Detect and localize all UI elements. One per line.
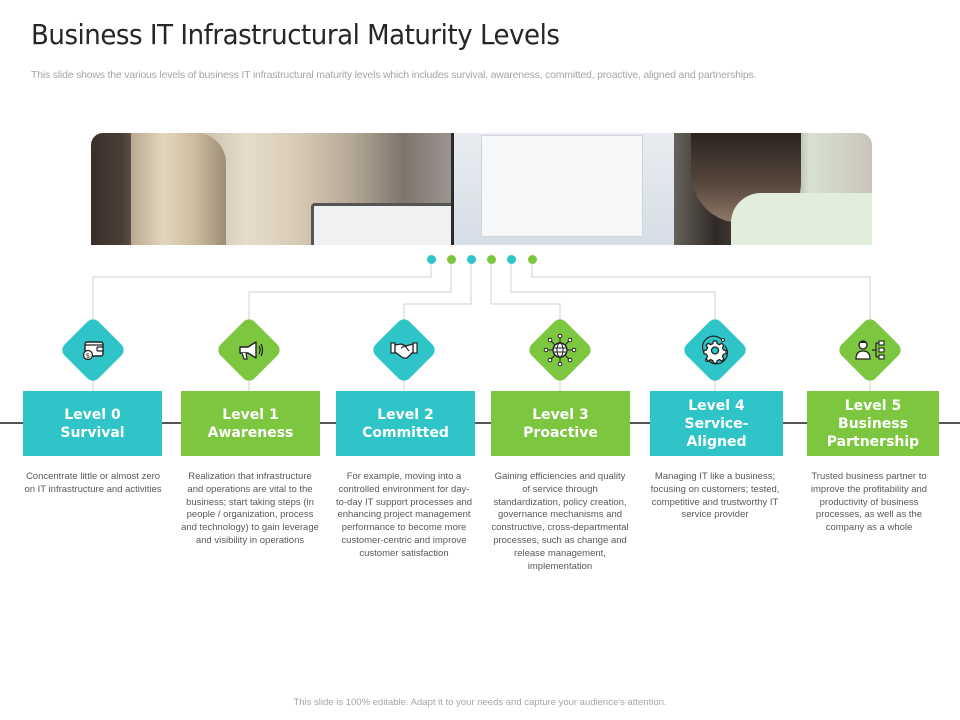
level-0-box: Level 0 Survival	[23, 391, 162, 456]
level-1-label: Level 1	[222, 406, 279, 423]
level-0-description: Concentrate little or almost zero on IT …	[24, 471, 162, 495]
header-photo	[91, 133, 872, 245]
photo-laptop	[311, 203, 457, 245]
level-5-name-line-2: Partnership	[826, 433, 920, 450]
photo-person-left	[131, 133, 226, 245]
level-5-name-line-1: Business	[838, 415, 908, 432]
level-0-name: Survival	[60, 424, 125, 441]
connector-dot-2	[467, 255, 476, 264]
level-1-box: Level 1 Awareness	[181, 391, 320, 456]
connector-dot-0	[427, 255, 436, 264]
connector-dot-1	[447, 255, 456, 264]
page-subtitle: This slide shows the various levels of b…	[31, 69, 757, 81]
level-5-description: Trusted business partner to improve the …	[810, 471, 928, 534]
footer-note: This slide is 100% editable. Adapt it to…	[293, 697, 667, 708]
connector-dot-3	[487, 255, 496, 264]
level-1-description: Realization that infrastructure and oper…	[181, 471, 319, 546]
level-4-name-line-1: Service-	[684, 415, 749, 432]
photo-shirt	[731, 193, 872, 245]
level-5-label: Level 5	[844, 397, 902, 414]
level-0-label: Level 0	[64, 406, 121, 423]
level-4-label: Level 4	[688, 397, 745, 414]
level-4-box: Level 4 Service- Aligned	[650, 391, 783, 456]
level-2-name: Committed	[362, 424, 449, 441]
wallet-dollar-icon: $	[82, 341, 104, 361]
person-hierarchy-icon	[855, 340, 885, 360]
svg-text:$: $	[86, 352, 90, 360]
level-3-name: Proactive	[523, 424, 598, 441]
level-2-label: Level 2	[377, 406, 434, 423]
level-1-name: Awareness	[207, 424, 294, 441]
page-title: Business IT Infrastructural Maturity Lev…	[31, 18, 560, 51]
level-3-box: Level 3 Proactive	[491, 391, 630, 456]
megaphone-icon	[239, 341, 264, 360]
level-2-box: Level 2 Committed	[336, 391, 475, 456]
handshake-icon	[390, 342, 418, 359]
level-2-description: For example, moving into a controlled en…	[335, 471, 473, 559]
level-4-name-line-2: Aligned	[686, 433, 747, 450]
level-4-description: Managing IT like a business; focusing on…	[650, 471, 780, 521]
level-5-box: Level 5 Business Partnership	[807, 391, 939, 456]
connector-dot-4	[507, 255, 516, 264]
photo-screen	[481, 135, 643, 237]
connector-dot-5	[528, 255, 537, 264]
gear-cycle-icon	[702, 335, 728, 365]
level-3-description: Gaining efficiencies and quality of serv…	[491, 471, 629, 572]
globe-network-icon	[543, 333, 577, 367]
level-3-label: Level 3	[532, 406, 589, 423]
